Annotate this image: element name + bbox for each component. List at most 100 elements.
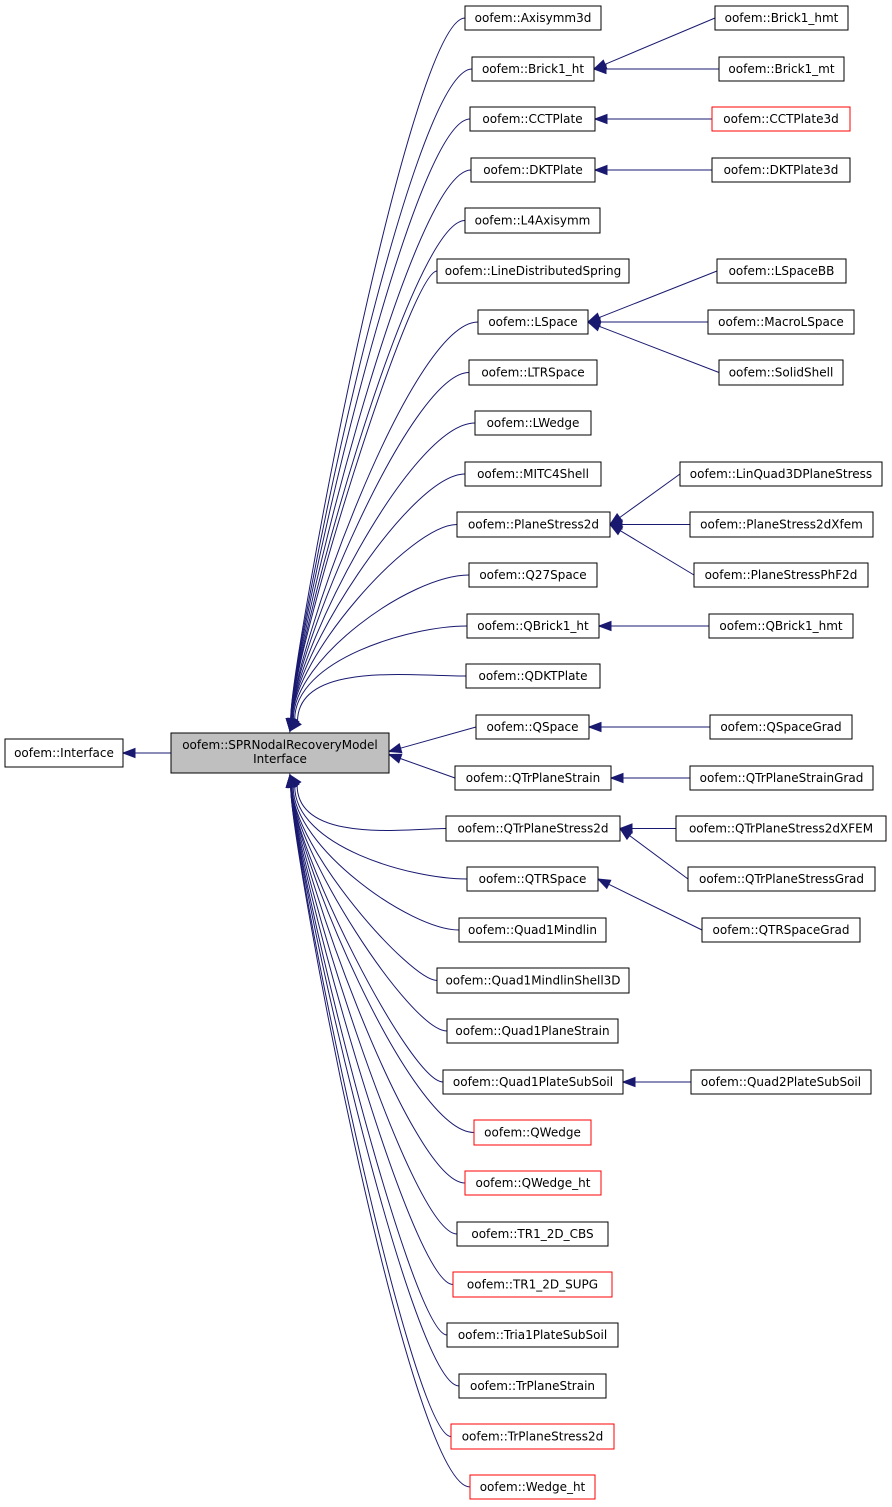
class-box <box>464 5 602 31</box>
class-label: oofem::QWedge <box>484 1126 581 1140</box>
class-node-qtrplanestraingrad[interactable]: oofem::QTrPlaneStrainGrad <box>689 765 874 791</box>
edge-solidshell-to-lspace <box>599 325 720 373</box>
class-box <box>716 258 847 284</box>
class-node-qdktplate[interactable]: oofem::QDKTPlate <box>465 663 601 689</box>
class-box <box>709 714 853 740</box>
class-label: oofem::Quad1PlaneStrain <box>455 1024 609 1038</box>
class-node-tr1_2d_supg[interactable]: oofem::TR1_2D_SUPG <box>452 1271 613 1298</box>
class-node-dktplate3d[interactable]: oofem::DKTPlate3d <box>711 157 851 183</box>
class-node-brick1_mt[interactable]: oofem::Brick1_mt <box>718 56 845 82</box>
class-box <box>465 663 601 689</box>
class-box <box>450 1423 615 1450</box>
class-node-brick1_hmt[interactable]: oofem::Brick1_hmt <box>714 5 849 31</box>
class-node-interface[interactable]: oofem::Interface <box>4 738 124 768</box>
class-label: oofem::PlaneStress2dXfem <box>700 518 863 532</box>
class-box <box>468 359 598 386</box>
class-node-ltrspace[interactable]: oofem::LTRSpace <box>468 359 598 386</box>
class-node-qtrspace[interactable]: oofem::QTRSpace <box>466 866 599 892</box>
class-node-brick1_ht[interactable]: oofem::Brick1_ht <box>471 56 595 82</box>
edge-tria1platesubsoil-to-spr <box>290 786 448 1336</box>
arrowhead-qtrspacegrad <box>596 878 612 890</box>
class-node-wedge_ht[interactable]: oofem::Wedge_ht <box>469 1474 596 1500</box>
edge-lspace-to-spr <box>290 321 479 720</box>
class-box <box>718 56 845 82</box>
class-label: oofem::TR1_2D_SUPG <box>467 1278 598 1292</box>
class-node-solidshell[interactable]: oofem::SolidShell <box>718 359 844 386</box>
class-node-trplanestress2d[interactable]: oofem::TrPlaneStress2d <box>450 1423 615 1450</box>
class-box <box>464 1170 602 1196</box>
arrowhead-quad2platesubsoil <box>621 1076 636 1088</box>
edge-quad1platesubsoil-to-spr <box>290 786 444 1083</box>
arrowhead-brick1_mt <box>592 63 607 75</box>
class-node-lspacebb[interactable]: oofem::LSpaceBB <box>716 258 847 284</box>
class-box <box>711 157 851 183</box>
class-node-qtrplanestress2d[interactable]: oofem::QTrPlaneStress2d <box>445 815 621 842</box>
class-label: oofem::QBrick1_hmt <box>719 619 842 633</box>
class-node-planestressphf2d[interactable]: oofem::PlaneStressPhF2d <box>693 562 869 588</box>
edge-layer <box>121 17 720 1488</box>
class-node-qwedge_ht[interactable]: oofem::QWedge_ht <box>464 1170 602 1196</box>
class-node-trplanestrain[interactable]: oofem::TrPlaneStrain <box>458 1373 607 1399</box>
class-box <box>436 258 630 284</box>
edge-brick1_hmt-to-brick1_ht <box>604 17 716 65</box>
class-node-cctplate[interactable]: oofem::CCTPlate <box>469 106 596 132</box>
class-box <box>469 1474 596 1500</box>
class-node-dktplate[interactable]: oofem::DKTPlate <box>470 157 596 183</box>
class-node-qtrplanestrain[interactable]: oofem::QTrPlaneStrain <box>454 765 612 791</box>
class-node-qbrick1_ht[interactable]: oofem::QBrick1_ht <box>466 613 600 639</box>
class-node-qtrplanestress2dxfem[interactable]: oofem::QTrPlaneStress2dXFEM <box>675 815 887 842</box>
class-label: oofem::MITC4Shell <box>477 467 589 481</box>
edge-l4axisymm-to-spr <box>290 220 466 720</box>
class-label: oofem::Quad2PlateSubSoil <box>701 1075 861 1089</box>
class-label: oofem::LTRSpace <box>481 366 584 380</box>
class-box <box>452 1271 613 1298</box>
class-node-lspace[interactable]: oofem::LSpace <box>477 309 589 335</box>
class-node-qspacegrad[interactable]: oofem::QSpaceGrad <box>709 714 853 740</box>
class-node-qwedge[interactable]: oofem::QWedge <box>473 1119 592 1146</box>
edge-cctplate-to-spr <box>290 118 471 720</box>
edge-axisymm3d-to-spr <box>290 17 466 720</box>
class-node-quad1platesubsoil[interactable]: oofem::Quad1PlateSubSoil <box>442 1069 624 1095</box>
class-node-quad2platesubsoil[interactable]: oofem::Quad2PlateSubSoil <box>690 1069 872 1095</box>
edge-qtrplanestrain-to-spr <box>400 758 456 779</box>
class-box <box>477 309 589 335</box>
class-box <box>718 359 844 386</box>
class-label: oofem::QTrPlaneStrainGrad <box>700 771 864 785</box>
class-box <box>456 1221 609 1247</box>
class-node-qbrick1_hmt[interactable]: oofem::QBrick1_hmt <box>708 613 854 639</box>
class-box <box>707 309 855 335</box>
class-node-linedistributedspring[interactable]: oofem::LineDistributedSpring <box>436 258 630 284</box>
class-box <box>446 1018 619 1044</box>
class-node-planestress2dxfem[interactable]: oofem::PlaneStress2dXfem <box>689 511 874 538</box>
class-node-qtrplanestressgrad[interactable]: oofem::QTrPlaneStressGrad <box>687 866 876 892</box>
class-node-tr1_2d_cbs[interactable]: oofem::TR1_2D_CBS <box>456 1221 609 1247</box>
class-node-q27space[interactable]: oofem::Q27Space <box>468 562 598 588</box>
arrowhead-solidshell <box>586 321 602 332</box>
class-node-macrolspace[interactable]: oofem::MacroLSpace <box>707 309 855 335</box>
class-node-mitc4shell[interactable]: oofem::MITC4Shell <box>464 461 602 487</box>
class-node-quad1mindlin[interactable]: oofem::Quad1Mindlin <box>458 917 607 943</box>
class-label: oofem::QBrick1_ht <box>477 619 589 633</box>
class-node-qspace[interactable]: oofem::QSpace <box>475 714 590 740</box>
class-box <box>690 1069 872 1095</box>
class-node-l4axisymm[interactable]: oofem::L4Axisymm <box>464 207 601 234</box>
class-box <box>445 815 621 842</box>
edge-qbrick1_ht-to-spr <box>294 625 468 720</box>
class-label: oofem::LinQuad3DPlaneStress <box>690 467 872 481</box>
class-node-axisymm3d[interactable]: oofem::Axisymm3d <box>464 5 602 31</box>
class-node-tria1platesubsoil[interactable]: oofem::Tria1PlateSubSoil <box>446 1322 619 1348</box>
class-label: oofem::DKTPlate3d <box>724 163 839 177</box>
class-node-lwedge[interactable]: oofem::LWedge <box>474 410 592 436</box>
class-label: oofem::LineDistributedSpring <box>445 264 622 278</box>
class-node-quad1mindlinshell3d[interactable]: oofem::Quad1MindlinShell3D <box>436 967 630 994</box>
class-node-qtrspacegrad[interactable]: oofem::QTRSpaceGrad <box>701 917 861 943</box>
class-box <box>458 1373 607 1399</box>
class-label-line: oofem::SPRNodalRecoveryModel <box>182 738 378 752</box>
class-node-quad1planestrain[interactable]: oofem::Quad1PlaneStrain <box>446 1018 619 1044</box>
class-node-cctplate3d[interactable]: oofem::CCTPlate3d <box>711 106 851 132</box>
class-label: oofem::PlaneStress2d <box>468 518 599 532</box>
class-node-planestress2d[interactable]: oofem::PlaneStress2d <box>456 511 611 538</box>
class-node-linquad3dplanestress[interactable]: oofem::LinQuad3DPlaneStress <box>679 461 883 487</box>
